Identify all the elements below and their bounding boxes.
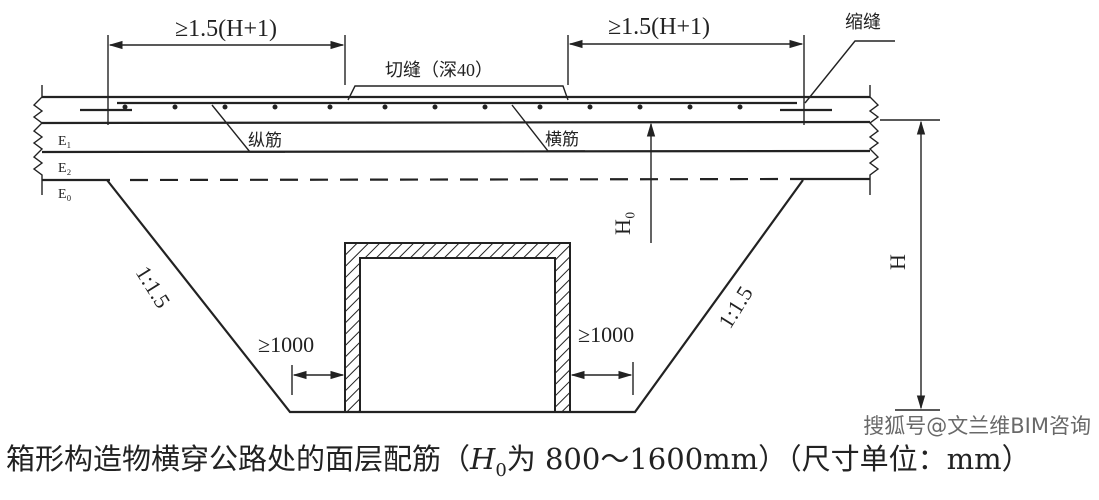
clear-left-label: ≥1000 [258, 332, 314, 357]
figure-caption: 箱形构造物横穿公路处的面层配筋（H0为 800～1600mm）（尺寸单位：mm） [6, 442, 1031, 479]
caption-text-start: 箱形构造物横穿公路处的面层配筋（ [6, 442, 471, 476]
caption-h0-sub: 0 [495, 459, 507, 481]
e1-label: E₁ [58, 134, 71, 149]
shrink-joint-leader [804, 40, 895, 104]
longitudinal-bar-leader [211, 104, 285, 153]
cut-joint-bracket [347, 85, 569, 101]
clear-right-label: ≥1000 [578, 322, 634, 347]
box-culvert [344, 242, 571, 413]
h-label: H [885, 254, 910, 270]
h0-label: H₀ [610, 211, 635, 235]
excavation-outline [106, 179, 804, 414]
e0-label: E₀ [58, 187, 72, 202]
slope-left-label: 1:1.5 [131, 261, 176, 312]
transverse-bar-label: 横筋 [545, 130, 579, 149]
caption-text-end: 为 800～1600mm）（尺寸单位：mm） [506, 442, 1031, 476]
dim-right-label: ≥1.5(H+1) [608, 14, 710, 40]
slope-right-label: 1:1.5 [713, 282, 758, 333]
watermark: 搜狐号@文兰维BIM咨询 [863, 414, 1091, 438]
cut-joint-label: 切缝（深40） [385, 60, 493, 80]
dim-left-label: ≥1.5(H+1) [175, 16, 277, 42]
caption-h0: H [470, 442, 496, 476]
longitudinal-bar-label: 纵筋 [248, 131, 282, 150]
top-dimensions [107, 35, 805, 125]
shrink-joint-label: 缩缝 [845, 12, 881, 32]
transverse-bar-leader [511, 104, 585, 152]
rebar-mesh [80, 101, 832, 112]
pavement-layers [32, 85, 880, 195]
e2-label: E₂ [58, 161, 72, 176]
